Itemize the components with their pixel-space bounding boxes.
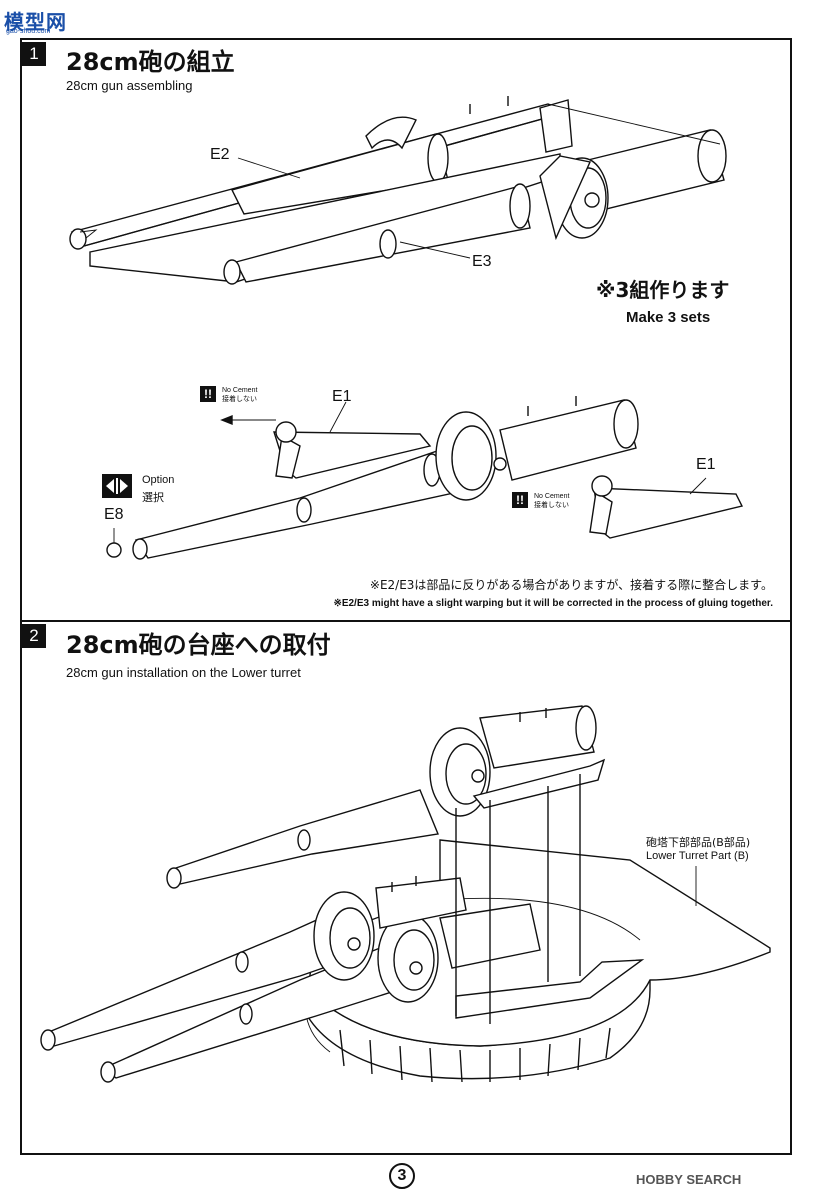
lower-turret-label-en: Lower Turret Part (B) — [646, 850, 749, 862]
breech-block — [539, 129, 727, 241]
assembly-guide-line-top — [547, 103, 721, 145]
step1-number: 1 — [22, 42, 46, 66]
lower-turret-label-jp: 砲塔下部部品(B部品) — [646, 836, 751, 849]
part-label-e3: E3 — [472, 253, 492, 270]
no-cement-text-right: No Cement 接着しない — [534, 492, 569, 510]
no-cement-jp-left: 接着しない — [222, 396, 257, 403]
no-cement-jp-right: 接着しない — [534, 502, 569, 509]
option-jp: 選択 — [142, 491, 164, 504]
step2-subtitle: 28cm gun installation on the Lower turre… — [66, 665, 301, 680]
part-label-e1-left: E1 — [332, 388, 352, 405]
part-label-e2: E2 — [210, 146, 230, 163]
no-cement-en-left: No Cement — [222, 387, 258, 394]
e3-leader-line — [399, 241, 471, 259]
e1-left-trunnion — [220, 414, 432, 479]
option-en: Option — [142, 474, 175, 486]
warping-note-jp: ※E2/E3は部品に反りがある場合がありますが、接着する際に整合します。 — [369, 578, 773, 592]
e2-barrel-half — [69, 96, 573, 250]
step2-title: 28cm砲の台座への取付 — [66, 631, 331, 659]
hobby-search-credit: HOBBY SEARCH — [636, 1172, 742, 1187]
warping-note-en: ※E2/E3 might have a slight warping but i… — [333, 598, 773, 609]
installation-guide-lines — [455, 774, 581, 1024]
watermark-logo-text: 模型网 — [4, 12, 67, 34]
installed-gun-middle — [40, 876, 467, 1051]
step2-number: 2 — [22, 624, 46, 648]
make-sets-jp: ※3組作ります — [596, 278, 730, 302]
e1-right-trunnion — [589, 475, 744, 539]
installing-gun-upper — [166, 705, 606, 889]
part-label-e8: E8 — [104, 506, 124, 523]
page-number: 3 — [389, 1163, 415, 1189]
e8-muzzle-cap — [106, 528, 122, 558]
step1-title: 28cm砲の組立 — [66, 48, 235, 76]
assembled-gun — [132, 396, 639, 560]
step1-subtitle: 28cm gun assembling — [66, 78, 193, 93]
installed-gun-front — [100, 903, 541, 1083]
watermark-logo: 模型网 gao-shou.com — [4, 6, 74, 38]
option-icon — [102, 474, 132, 498]
e2-leader-line — [237, 157, 301, 179]
e3-barrel-half — [89, 153, 561, 285]
option-arrows-icon — [106, 478, 128, 494]
step-divider — [20, 620, 792, 622]
make-sets-en: Make 3 sets — [626, 309, 711, 326]
watermark-url: gao-shou.com — [6, 28, 51, 35]
no-cement-icon-right: !! — [512, 492, 528, 508]
no-cement-en-right: No Cement — [534, 493, 570, 500]
no-cement-icon-left: !! — [200, 386, 216, 402]
part-label-e1-right: E1 — [696, 456, 716, 473]
instruction-frame — [20, 38, 792, 1155]
no-cement-text-left: No Cement 接着しない — [222, 386, 257, 404]
